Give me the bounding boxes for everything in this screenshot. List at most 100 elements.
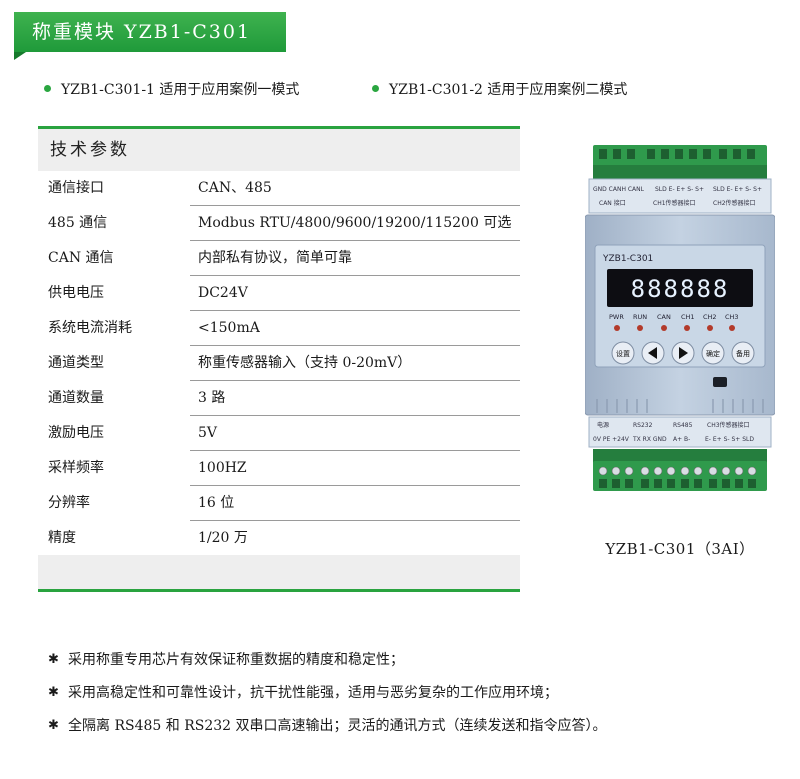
spec-key: 精度 (48, 530, 76, 546)
spec-value: 1/20 万 (198, 530, 248, 546)
spec-value: 内部私有协议，简单可靠 (198, 250, 352, 266)
spec-value: DC24V (198, 285, 248, 301)
led-indicator-icon (729, 325, 735, 331)
table-row: 通信接口 CAN、485 (38, 171, 520, 206)
title-banner: 称重模块 YZB1-C301 (14, 12, 286, 52)
row-divider (190, 450, 520, 451)
vent-ribs (596, 399, 764, 413)
spec-key: 供电电压 (48, 285, 104, 301)
top-group-label: CAN 接口 (599, 199, 626, 207)
spec-value: 100HZ (198, 460, 247, 476)
spec-key: 分辨率 (48, 495, 90, 511)
led-indicator-icon (684, 325, 690, 331)
led-label: RUN (633, 313, 647, 321)
spec-key: 通信接口 (48, 180, 104, 196)
row-divider (190, 415, 520, 416)
table-row: 精度 1/20 万 (38, 521, 520, 556)
top-group-label: CH1传感器接口 (653, 199, 696, 207)
led-indicator-icon (661, 325, 667, 331)
top-pin-labels: SLD E- E+ S- S+ (713, 186, 762, 193)
spec-value: Modbus RTU/4800/9600/19200/115200 可选 (198, 215, 512, 231)
led-label: CH3 (725, 313, 739, 321)
table-top-rule (38, 126, 520, 129)
table-row: 供电电压 DC24V (38, 276, 520, 311)
bottom-label-strip (588, 416, 772, 448)
asterisk-bullet-icon: ✱ (48, 718, 59, 733)
row-divider (190, 345, 520, 346)
row-divider (190, 380, 520, 381)
bottom-pin-labels: 0V PE +24V (593, 436, 630, 443)
top-label-strip (588, 178, 772, 214)
table-row: 通道类型称重传感器输入（支持 0-20mV） (38, 346, 520, 381)
list-item: ✱ 全隔离 RS485 和 RS232 双串口高速输出；灵活的通讯方式（连续发送… (48, 716, 788, 749)
row-divider (190, 275, 520, 276)
device-image: GND CANH CANL SLD E- E+ S- S+ SLD E- E+ … (584, 145, 776, 495)
variant-list: YZB1-C301-1 适用于应用案例一模式 YZB1-C301-2 适用于应用… (44, 80, 784, 100)
spec-value: 3 路 (198, 390, 226, 406)
bottom-terminal-block (593, 449, 767, 491)
bottom-pin-labels: A+ B- (673, 436, 690, 443)
set-button-label: 设置 (616, 349, 630, 358)
table-row: 系统电流消耗<150mA (38, 311, 520, 346)
asterisk-bullet-icon: ✱ (48, 685, 59, 700)
led-label: CH2 (703, 313, 717, 321)
asterisk-bullet-icon: ✱ (48, 652, 59, 667)
feature-text: 采用高稳定性和可靠性设计，抗干扰性能强，适用与恶劣复杂的工作应用环境； (68, 685, 558, 701)
variant-label: YZB1-C301-1 适用于应用案例一模式 (61, 82, 300, 98)
spec-key: 通道类型 (48, 355, 104, 371)
banner-fold (14, 52, 26, 60)
spec-key: 通道数量 (48, 390, 104, 406)
panel-model-label: YZB1-C301 (602, 254, 653, 264)
spec-heading: 技术参数 (38, 129, 520, 171)
spare-button[interactable] (731, 341, 755, 365)
top-pin-labels: GND CANH CANL (593, 186, 645, 193)
top-terminal-block (593, 145, 767, 179)
led-label: CH1 (681, 313, 695, 321)
page-title: 称重模块 YZB1-C301 (32, 21, 252, 43)
table-row: 分辨率 16 位 (38, 486, 520, 521)
table-row: CAN 通信 内部私有协议，简单可靠 (38, 241, 520, 276)
spec-rows: 通信接口 CAN、485 485 通信 Modbus RTU/4800/9600/1… (38, 171, 520, 556)
bullet-dot-icon (44, 84, 51, 92)
table-bottom-rule (38, 589, 520, 592)
led-indicator-icon (614, 325, 620, 331)
spec-key: 485 通信 (48, 215, 108, 231)
keypad: 设置 确定 备用 (611, 341, 755, 365)
set-button[interactable] (611, 341, 635, 365)
led-label: PWR (609, 313, 624, 321)
spec-value: CAN、485 (198, 180, 272, 196)
row-divider (190, 310, 520, 311)
row-divider (190, 520, 520, 521)
confirm-button-label: 确定 (706, 349, 720, 358)
bottom-group-label: CH3传感器接口 (707, 421, 750, 429)
spec-value: 5V (198, 425, 218, 441)
din-clip-slot (713, 377, 727, 387)
spec-key: 激励电压 (48, 425, 104, 441)
table-footer-band (38, 555, 520, 589)
bottom-pin-labels: E- E+ S- S+ SLD (705, 436, 754, 443)
bottom-group-label: 电源 (597, 421, 609, 429)
top-pin-labels: SLD E- E+ S- S+ (655, 186, 704, 193)
list-item: ✱ 采用高稳定性和可靠性设计，抗干扰性能强，适用与恶劣复杂的工作应用环境； (48, 683, 788, 716)
bottom-group-label: RS232 (633, 422, 653, 429)
spare-button-label: 备用 (736, 349, 750, 358)
table-row: 通道数量 3 路 (38, 381, 520, 416)
variant-label: YZB1-C301-2 适用于应用案例二模式 (389, 82, 628, 98)
variant-item: YZB1-C301-2 适用于应用案例二模式 (372, 80, 627, 100)
bullet-dot-icon (372, 84, 379, 92)
confirm-button[interactable] (701, 341, 725, 365)
spec-value: 16 位 (198, 495, 235, 511)
table-row: 485 通信 Modbus RTU/4800/9600/19200/115200 … (38, 206, 520, 241)
row-divider (190, 205, 520, 206)
list-item: ✱ 采用称重专用芯片有效保证称重数据的精度和稳定性； (48, 650, 788, 683)
table-row: 激励电压 5V (38, 416, 520, 451)
led-indicator-icon (707, 325, 713, 331)
seven-segment-display (607, 269, 753, 307)
led-label: CAN (657, 313, 671, 321)
spec-key: 采样频率 (48, 460, 104, 476)
arrow-right-icon (679, 347, 688, 359)
table-row: 采样频率 100HZ (38, 451, 520, 486)
feature-list: ✱ 采用称重专用芯片有效保证称重数据的精度和稳定性； ✱ 采用高稳定性和可靠性设… (48, 650, 788, 749)
variant-item: YZB1-C301-1 适用于应用案例一模式 (44, 80, 299, 100)
spec-key: CAN 通信 (48, 250, 114, 266)
